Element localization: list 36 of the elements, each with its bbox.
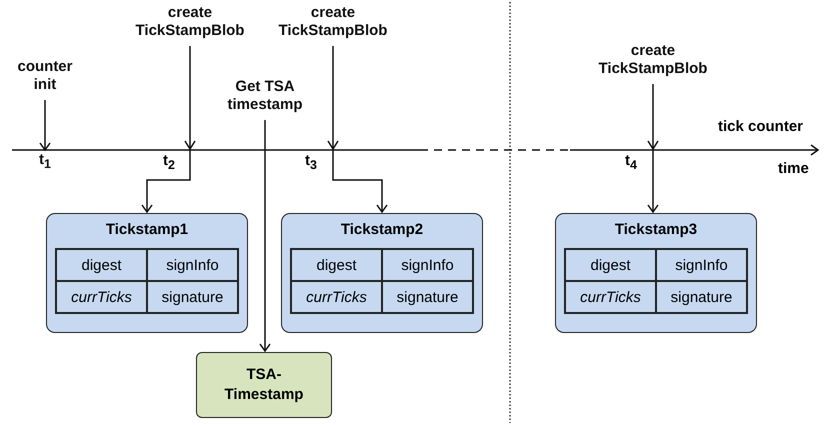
box-title: TSA-Timestamp	[224, 365, 304, 405]
event-label: create TickStampBlob	[120, 4, 260, 40]
time-tick: t$_{3}$	[305, 152, 317, 172]
event-label: Get TSA timestamp	[215, 78, 315, 114]
table-cell: signInfo	[147, 249, 238, 281]
table-cell: signInfo	[656, 249, 747, 281]
table-cell: currTicks	[565, 281, 656, 313]
tickstamp-box	[555, 213, 757, 333]
time-tick: t$_{2}$	[163, 152, 175, 172]
table-cell: signature	[147, 281, 238, 313]
arrow	[259, 120, 271, 352]
box-title: Tickstamp3	[614, 221, 698, 238]
time-tick: t$_{1}$	[35, 151, 55, 173]
tickstamp-box	[281, 213, 483, 333]
tickstamp-box	[46, 213, 248, 333]
table-cell: digest	[565, 249, 656, 281]
table-cell: signature	[656, 281, 747, 313]
box-title: Tickstamp2	[340, 221, 424, 238]
arrow	[332, 46, 388, 213]
event-label: create TickStampBlob	[263, 4, 403, 40]
arrow	[647, 84, 659, 213]
arrow	[141, 46, 191, 213]
table-cell: digest	[291, 249, 382, 281]
axis-label: time	[778, 160, 809, 177]
event-label: create TickStampBlob	[583, 42, 723, 78]
table-cell: digest	[56, 249, 147, 281]
table-cell: currTicks	[56, 281, 147, 313]
table-cell: signInfo	[382, 249, 473, 281]
table-cell: currTicks	[291, 281, 382, 313]
arrow	[39, 100, 51, 151]
event-label: counter init	[10, 58, 80, 94]
box-title: Tickstamp1	[104, 221, 190, 238]
axis-label: tick counter	[718, 118, 804, 135]
table-cell: signature	[382, 281, 473, 313]
time-tick: t$_{4}$	[625, 152, 637, 172]
timestamp-box	[196, 352, 332, 418]
